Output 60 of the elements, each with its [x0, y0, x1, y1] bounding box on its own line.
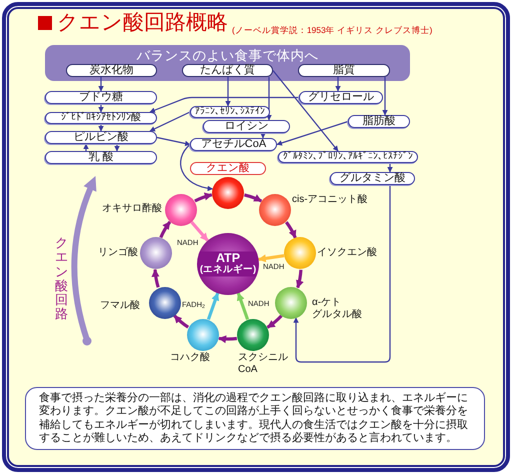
band-heading: バランスのよい食事で体内へ [136, 48, 318, 63]
sphere-label: cis-アコニット酸 [292, 194, 369, 206]
sphere-label: イソクエン酸 [317, 247, 378, 259]
arrow [244, 193, 262, 203]
note-text: 食事で摂った栄養分の一部は、消化の過程でクエン酸回路に取り込まれ、エネルギーに変わります。クエン酸が不足してこの回路が上手く回らないとせっかく食事で栄養分を補給してもエネルギーが切れてしまいます。現代人の食生活ではクエン酸を十分に摂取することが難しいため、あえてドリンクなどで摂る必要性があると言われています。 [39, 392, 469, 446]
arrow [206, 292, 220, 320]
process-box: ブドウ糖 [45, 91, 157, 104]
arrow [335, 77, 341, 92]
process-box: ロイシン [203, 120, 290, 133]
category-pill: 脂質 [298, 64, 390, 77]
arrow [272, 70, 338, 152]
diagram-title: クエン酸回路概略 [57, 10, 228, 35]
sphere-label: フマル酸 [99, 300, 140, 312]
process-box: グリセロール [299, 91, 383, 104]
arrow [150, 111, 190, 132]
arrow [218, 335, 238, 344]
arrow [236, 292, 250, 320]
arrow [258, 254, 284, 262]
arrow [266, 314, 283, 329]
arrow [180, 144, 214, 191]
sphere-label: コハク酸 [170, 352, 211, 364]
note-box [25, 387, 485, 450]
arrow [382, 77, 388, 116]
arrow [293, 185, 391, 363]
category-pill: たんぱく質 [182, 64, 273, 77]
arrow [225, 77, 231, 107]
arrow [98, 104, 104, 113]
sphere-label: オキサロ酢酸 [101, 203, 162, 215]
subtitle-note: (ノーベル賞学説：1953年 イギリス クレブス博士) [232, 25, 432, 35]
arrow [296, 270, 304, 288]
process-box: 脂肪酸 [348, 115, 410, 128]
process-box: ｱﾗﾆﾝ､ｾﾘﾝ､ｼｽﾃｲﾝ [190, 106, 270, 118]
arrow [173, 314, 190, 329]
cycle-label: クエン酸回路 [55, 236, 68, 322]
arrow [276, 120, 348, 146]
label-tag: クエン酸 [190, 162, 266, 175]
sphere-label: リンゴ酸 [97, 247, 138, 259]
process-box: 乳 酸 [45, 151, 157, 164]
arrow [150, 96, 299, 113]
process-box: グルタミン酸 [330, 172, 415, 185]
arrow [190, 221, 209, 242]
process-box: ｸﾞﾙﾀﾐﾝ､ﾌﾟﾛﾘﾝ､ｱﾙｷﾞﾆﾝ､ﾋｽﾁｼﾞﾝ [278, 151, 418, 163]
arrow [114, 144, 120, 152]
process-box: アセチルCoA [190, 138, 277, 151]
arrow [260, 133, 266, 139]
process-box: ピルビン酸 [45, 131, 157, 144]
arrow [285, 221, 297, 238]
arrow [152, 268, 160, 288]
sphere-label: スクシニルCoA [238, 352, 289, 376]
arrow [194, 192, 213, 202]
arrow [98, 77, 104, 92]
arrow [387, 163, 393, 173]
category-band [45, 45, 410, 81]
arrow [156, 136, 191, 146]
arrow [159, 220, 172, 238]
arrow [266, 77, 272, 121]
process-box: ｼﾞﾋﾄﾞﾛｷｼｱｾﾄﾝﾘﾝ酸 [45, 112, 157, 124]
category-pill: 炭水化物 [66, 64, 157, 77]
arrow [98, 124, 104, 132]
arrow [83, 143, 89, 151]
